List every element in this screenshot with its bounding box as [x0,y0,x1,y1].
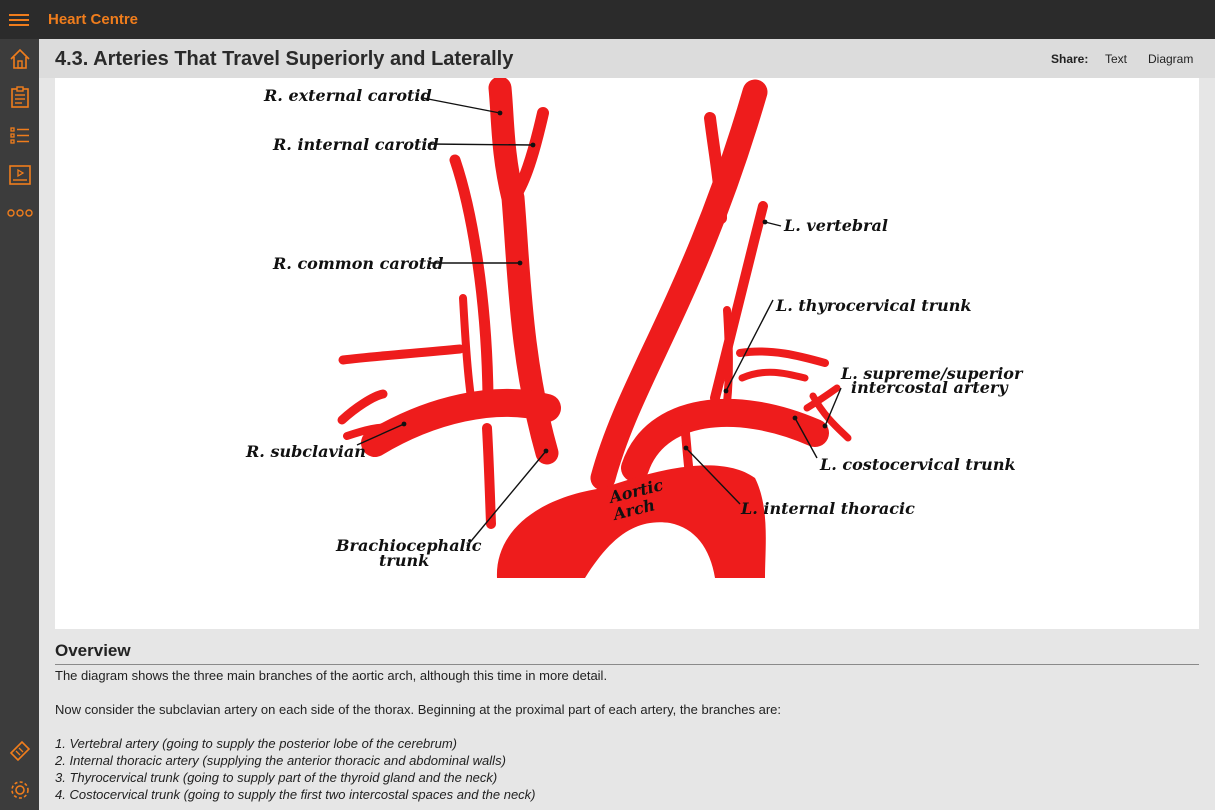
title-bar: Heart Centre [0,0,1215,39]
left-upper-branch [736,347,829,367]
page-header: 4.3. Arteries That Travel Superiorly and… [39,39,1215,78]
checklist-icon[interactable] [4,121,35,151]
leader-r-external-carotid [422,97,501,114]
right-vertebral [449,154,494,404]
left-common-carotid [590,79,768,491]
page-title: 4.3. Arteries That Travel Superiorly and… [55,48,514,70]
right-thyrocervical [459,294,475,402]
more-options-icon[interactable] [4,198,35,228]
video-player-icon[interactable] [4,160,35,190]
app-title: Heart Centre [48,11,139,28]
label-brachiocephalic-1: Brachiocephalic [335,536,482,555]
label-l-supreme-2: intercostal artery [851,378,1009,397]
clipboard-icon[interactable] [4,82,35,112]
artery-diagram: Aortic Arch R. external carotid R. inter… [245,78,1024,578]
leader-dots [401,110,828,454]
list-item: 1. Vertebral artery (going to supply the… [55,736,458,751]
label-l-internal-thoracic: L. internal thoracic [740,499,915,518]
aortic-arch-shape [496,465,766,578]
overview-paragraph-1: The diagram shows the three main branche… [55,668,608,683]
right-internal-thoracic [482,423,496,529]
share-label: Share: [1051,52,1089,66]
label-l-thyrocervical: L. thyrocervical trunk [775,296,971,315]
left-subclavian [621,398,829,482]
left-thyrocervical [723,306,733,407]
right-transverse-branch [338,344,465,365]
overview-divider [55,664,1199,665]
right-branch-upper [337,389,388,425]
hamburger-menu-icon[interactable] [6,6,34,34]
left-upper-branch-2 [738,368,809,382]
label-brachiocephalic-2: trunk [379,551,429,570]
left-costocervical [803,384,841,412]
label-l-vertebral: L. vertebral [783,216,888,235]
leader-l-costocervical [794,417,818,459]
sidebar-nav [0,39,39,810]
right-internal-carotid [511,107,549,199]
right-subclavian [361,389,561,457]
artery-drawing [337,78,852,529]
share-diagram-button[interactable]: Diagram [1148,52,1194,66]
right-branch-lower [343,423,395,440]
list-item: 2. Internal thoracic artery (supplying t… [55,753,506,768]
label-l-supreme-1: L. supreme/superior [840,364,1024,383]
ticket-icon[interactable] [4,736,35,766]
label-r-common-carotid: R. common carotid [272,254,443,273]
label-l-costocervical: L. costocervical trunk [819,455,1016,474]
left-carotid-branch [704,112,727,224]
leader-lines [356,97,842,547]
leader-r-subclavian [356,423,405,446]
list-item: 3. Thyrocervical trunk (going to supply … [55,770,498,785]
label-r-subclavian: R. subclavian [245,442,366,461]
diagram-panel: Aortic Arch R. external carotid R. inter… [55,78,1199,629]
overview-heading: Overview [55,641,131,660]
label-r-internal-carotid: R. internal carotid [272,135,439,154]
leader-l-supreme [824,387,842,427]
leader-l-vertebral [764,221,782,227]
label-r-external-carotid: R. external carotid [263,86,432,105]
left-supreme-intercostal [809,392,852,442]
share-text-button[interactable]: Text [1105,52,1128,66]
leader-r-internal-carotid [427,143,534,146]
leader-l-thyrocervical [725,299,774,392]
right-common-carotid [488,78,559,465]
left-vertebral [710,201,768,403]
list-item: 4. Costocervical trunk (going to supply … [55,787,536,802]
leader-l-internal-thoracic [685,447,741,505]
leader-brachiocephalic [466,450,547,547]
overview-paragraph-2: Now consider the subclavian artery on ea… [55,702,782,717]
gear-icon[interactable] [4,775,35,805]
home-icon[interactable] [4,44,35,74]
